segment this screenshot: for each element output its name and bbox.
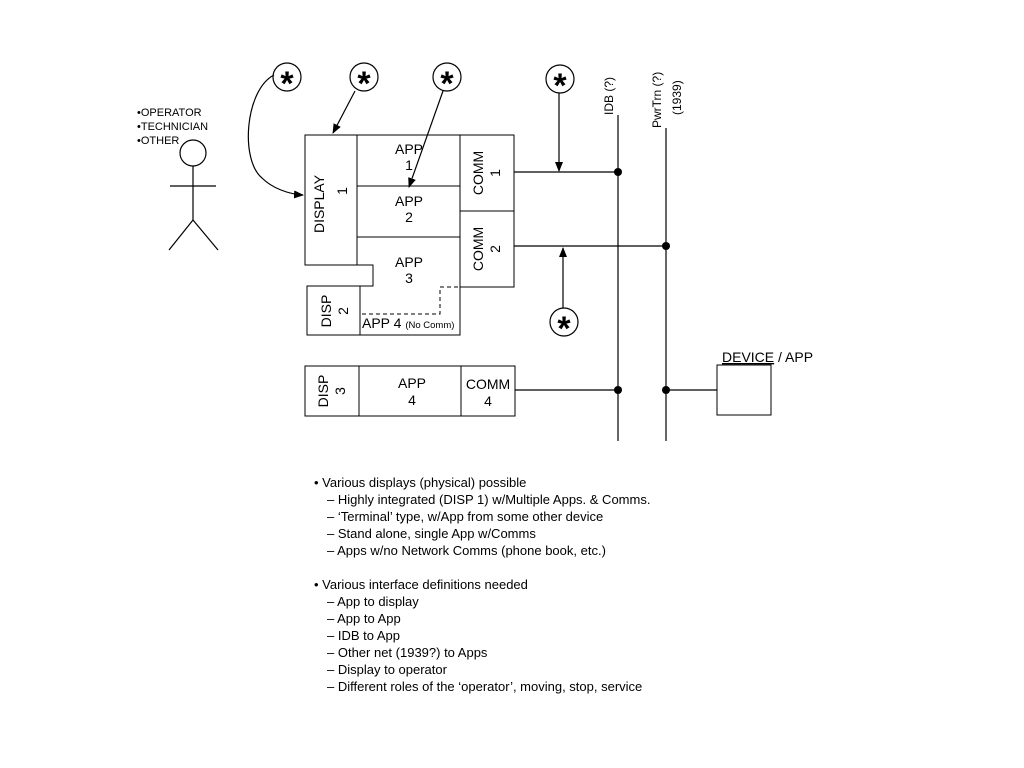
app3-app4-dashed-boundary — [362, 286, 460, 315]
device-label: DEVICE / APP — [722, 349, 813, 365]
display1-label: DISPLAY — [311, 174, 327, 233]
notes-interfaces-item: – IDB to App — [327, 628, 400, 643]
app4b-box — [358, 365, 462, 417]
app1-number: 1 — [405, 157, 413, 173]
disp2-number: 2 — [335, 307, 351, 315]
role-operator: •OPERATOR — [137, 107, 202, 119]
app4-label: APP 4 (No Comm) — [362, 315, 454, 331]
operator-figure-icon — [168, 139, 219, 251]
comm4-box — [460, 365, 516, 417]
role-other: •OTHER — [137, 135, 179, 147]
display1-number: 1 — [334, 187, 350, 195]
architecture-diagram: •OPERATOR •TECHNICIAN •OTHER DISPLAY 1 A… — [137, 62, 813, 441]
pwrtrn-junction-dot — [662, 242, 670, 250]
app2-number: 2 — [405, 209, 413, 225]
app1-label: APP — [395, 141, 423, 157]
interface-star-icon: * — [272, 62, 302, 103]
app4b-label: APP — [398, 375, 426, 391]
idb-bus-label: IDB (?) — [602, 77, 616, 115]
notes-interfaces-item: – App to display — [327, 594, 419, 609]
idb-junction-dot — [614, 386, 622, 394]
notes-interfaces-item: – Display to operator — [327, 662, 447, 677]
svg-text:*: * — [440, 65, 454, 103]
comm1-number: 1 — [487, 169, 503, 177]
svg-text:*: * — [553, 67, 567, 105]
disp3-label: DISP — [315, 375, 331, 408]
app4-no-comm-note: (No Comm) — [405, 320, 454, 331]
interface-star-icon: * — [349, 62, 379, 103]
notes-section: • Various displays (physical) possible –… — [314, 474, 874, 695]
interface-star-icon: * — [432, 62, 462, 103]
comm2-label: COMM — [470, 227, 486, 271]
role-technician: •TECHNICIAN — [137, 121, 208, 133]
notes-displays-item: – Stand alone, single App w/Comms — [327, 526, 536, 541]
idb-junction-dot — [614, 168, 622, 176]
svg-text:*: * — [357, 65, 371, 103]
notes-spacer — [314, 559, 874, 576]
pwrtrn-bus-sublabel: (1939) — [670, 80, 684, 115]
notes-interfaces-heading: • Various interface definitions needed — [314, 577, 528, 592]
disp3-number: 3 — [332, 387, 348, 395]
app4b-number: 4 — [408, 392, 416, 408]
notes-displays-item: – ‘Terminal’ type, w/App from some other… — [327, 509, 604, 524]
app2-label: APP — [395, 193, 423, 209]
notes-displays-item: – Highly integrated (DISP 1) w/Multiple … — [327, 492, 651, 507]
interface-star-icon: * — [549, 307, 579, 348]
notes-interfaces-item: – Different roles of the ‘operator’, mov… — [327, 679, 643, 694]
interface-star-icon: * — [545, 64, 575, 105]
disp2-label: DISP — [318, 295, 334, 328]
pwrtrn-bus-label: PwrTrn (?) — [650, 72, 664, 128]
notes-interfaces-item: – App to App — [327, 611, 401, 626]
app-app-interface-arrow — [408, 90, 444, 188]
comm2-number: 2 — [487, 245, 503, 253]
app3-label: APP — [395, 254, 423, 270]
pwrtrn-junction-dot — [662, 386, 670, 394]
comm4-label: COMM — [466, 376, 510, 392]
svg-text:*: * — [557, 310, 571, 348]
app3-outline — [306, 236, 461, 336]
device-box — [716, 364, 772, 416]
svg-text:*: * — [280, 65, 294, 103]
display-app-interface-arrow — [332, 90, 356, 134]
notes-interfaces-item: – Other net (1939?) to Apps — [327, 645, 488, 660]
operator-display-interface-arrow — [247, 74, 304, 199]
notes-displays-item: – Apps w/no Network Comms (phone book, e… — [327, 543, 606, 558]
comm1-label: COMM — [470, 151, 486, 195]
comm4-number: 4 — [484, 393, 492, 409]
notes-displays-heading: • Various displays (physical) possible — [314, 475, 527, 490]
app3-number: 3 — [405, 270, 413, 286]
